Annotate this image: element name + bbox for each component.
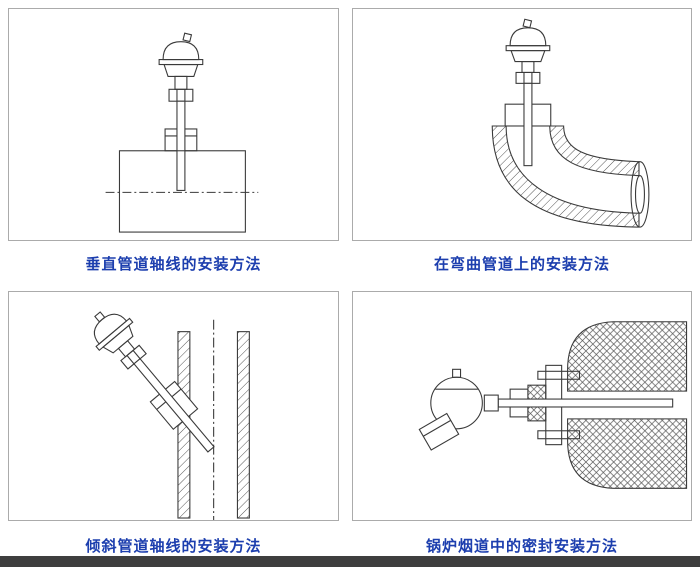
probe	[523, 82, 533, 167]
lifting-screw	[94, 311, 106, 323]
curved-pipe-installation-diagram	[491, 18, 650, 228]
thermocouple-assembly	[93, 311, 215, 453]
hex-fitting	[168, 88, 194, 102]
caption-vertical-installation: 垂直管道轴线的安装方法	[85, 256, 262, 273]
cap-lip	[505, 45, 551, 52]
lifting-screw	[182, 32, 193, 43]
head-cap	[509, 27, 547, 47]
flange-bolt-bottom	[537, 430, 581, 440]
inclined-installation-diagram	[93, 311, 250, 520]
lifting-screw	[452, 368, 462, 378]
pipe-right-wall	[236, 331, 250, 519]
neck	[521, 60, 535, 73]
probe	[133, 357, 215, 453]
elbow-inner-wall	[549, 125, 640, 177]
figure-panel-inclined	[8, 291, 339, 521]
boiler-flue-installation-diagram	[418, 321, 688, 489]
hex-fitting	[515, 71, 541, 84]
figure-panel-curved	[352, 8, 692, 241]
caption-boiler-installation: 锅炉烟道中的密封安装方法	[425, 538, 618, 555]
flue-wall-lower	[567, 418, 688, 489]
probe	[176, 100, 186, 191]
flange-bolt-top	[537, 370, 581, 380]
neck	[174, 75, 188, 90]
head-body	[163, 63, 199, 77]
boiler-flue-wall	[567, 321, 688, 489]
caption-curved-installation: 在弯曲管道上的安装方法	[433, 256, 610, 273]
caption-inclined-installation: 倾斜管道轴线的安装方法	[85, 538, 262, 555]
neck	[483, 394, 499, 412]
thermocouple-assembly	[504, 18, 552, 167]
head-cap	[162, 41, 200, 61]
head-cap	[93, 313, 128, 345]
thermocouple-assembly	[158, 32, 204, 191]
probe	[497, 398, 674, 408]
flue-wall-upper	[567, 321, 688, 392]
elbow-pipe	[491, 125, 650, 228]
figure-panel-boiler	[352, 291, 692, 521]
terminal-box	[418, 412, 460, 451]
head-body	[510, 50, 546, 63]
vertical-installation-diagram	[105, 32, 259, 233]
pipe	[118, 150, 246, 233]
thermocouple-assembly	[418, 368, 674, 451]
figure-panel-vertical	[8, 8, 339, 241]
pipe-opening	[630, 161, 650, 228]
cap-lip	[158, 59, 204, 66]
neck	[117, 340, 136, 358]
footer-bar	[0, 556, 700, 567]
cap-lip	[95, 317, 134, 352]
lifting-screw	[522, 18, 533, 29]
head-body	[102, 324, 134, 354]
